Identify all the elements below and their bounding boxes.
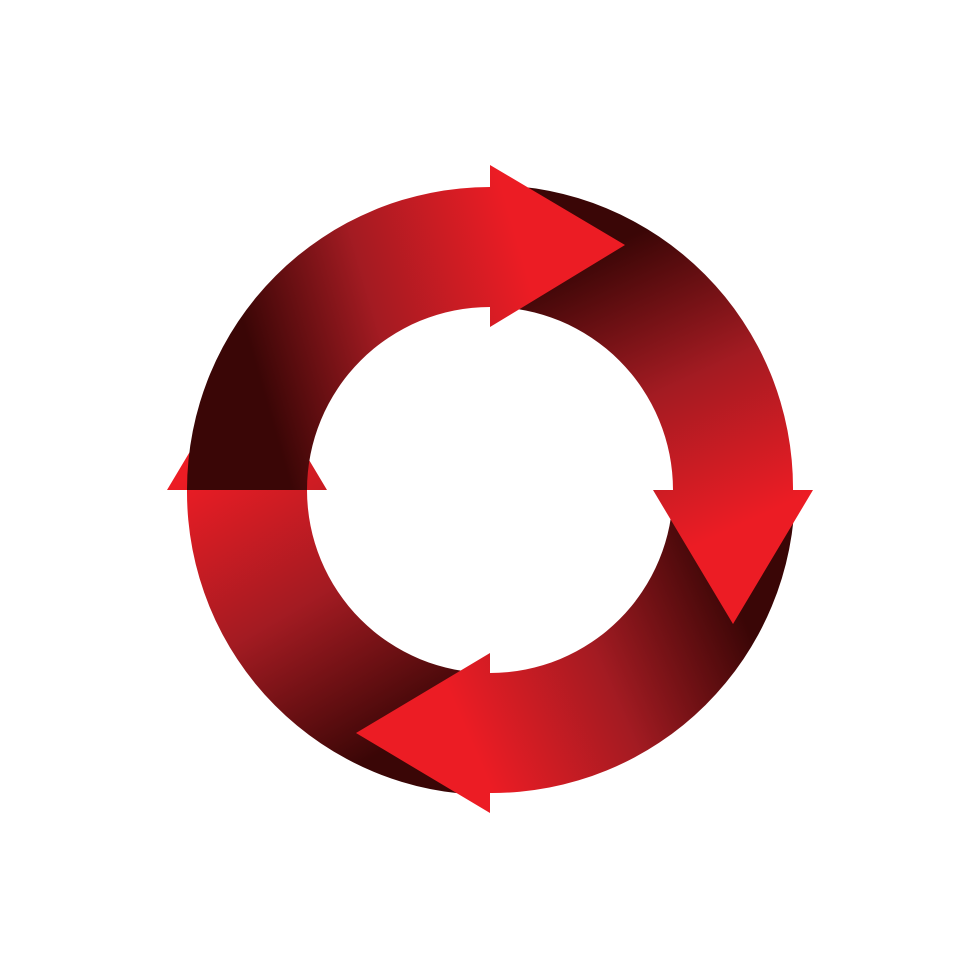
arrow-right-icon: [187, 165, 625, 490]
arrow-left-icon: [356, 490, 795, 813]
arrow-down-icon: [490, 185, 813, 624]
